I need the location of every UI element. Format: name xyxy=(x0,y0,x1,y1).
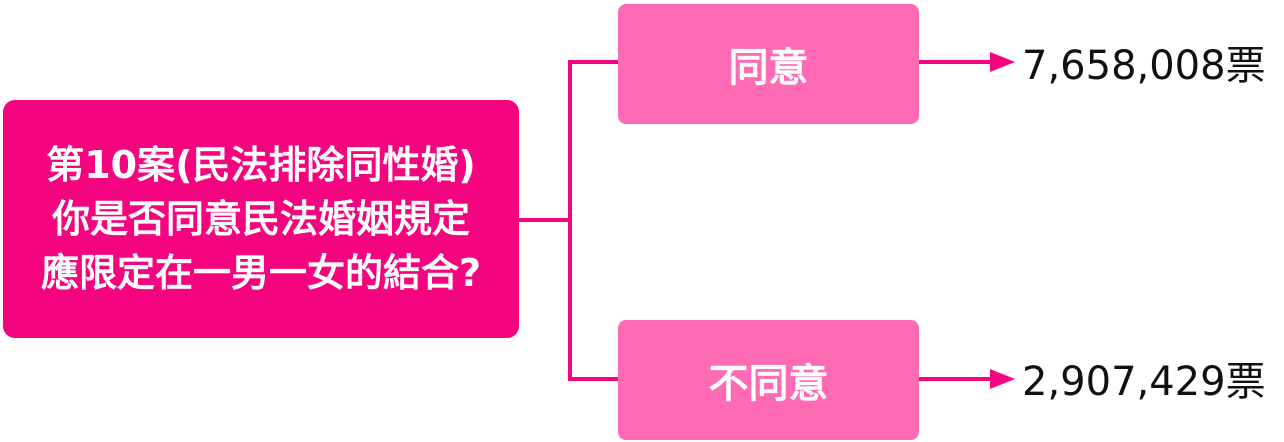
question-line-1: 第10案(民法排除同性婚) xyxy=(46,143,476,187)
question-line-3: 應限定在一男一女的結合? xyxy=(40,251,482,295)
option-agree-box: 同意 xyxy=(618,4,919,124)
result-disagree-votes: 2,907,429票 xyxy=(1022,359,1266,405)
arrowhead-agree xyxy=(990,52,1015,72)
option-agree-label: 同意 xyxy=(728,45,809,91)
question-line-2: 你是否同意民法婚姻規定 xyxy=(51,197,470,241)
question-box: 第10案(民法排除同性婚) 你是否同意民法婚姻規定 應限定在一男一女的結合? xyxy=(3,100,519,338)
option-disagree-box: 不同意 xyxy=(618,320,919,440)
option-disagree-label: 不同意 xyxy=(708,361,829,407)
arrowhead-disagree xyxy=(990,369,1015,389)
result-agree-votes: 7,658,008票 xyxy=(1022,43,1266,89)
